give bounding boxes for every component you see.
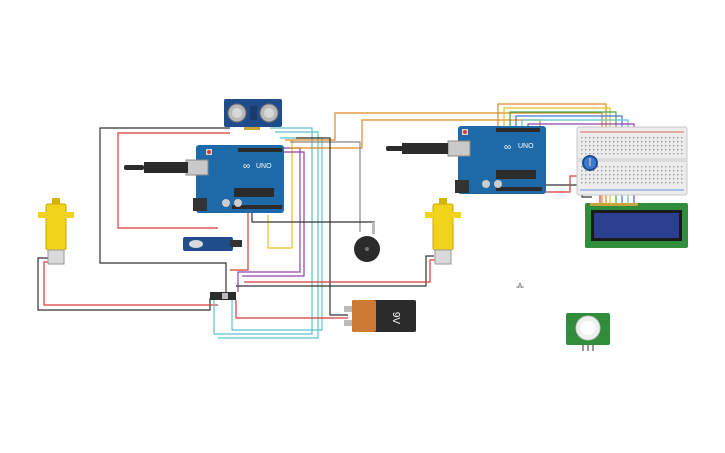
lcd-16x2[interactable] (585, 203, 688, 248)
wire-motor-right-black (236, 255, 434, 287)
wire-red-loop-2 (230, 208, 249, 271)
breadboard[interactable] (576, 126, 688, 196)
pir-motion-sensor[interactable] (566, 313, 610, 351)
piezo-buzzer[interactable] (354, 222, 380, 262)
power-jack (455, 180, 469, 193)
wire-red-loop (117, 132, 230, 229)
usb-cable-left (124, 162, 188, 173)
usb-port (185, 159, 209, 176)
arduino-label: UNO (518, 143, 534, 150)
wire-orange-top (285, 112, 603, 205)
arduino-uno-left[interactable]: ∞ UNO (185, 145, 284, 213)
wire-orange-2 (290, 119, 541, 149)
wire-motor-left-red (43, 261, 218, 306)
arduino-logo: ∞ (504, 142, 511, 153)
ultrasonic-sensor[interactable] (224, 99, 282, 130)
arduino-uno-right[interactable]: ∞ UNO (447, 126, 546, 194)
wires-left (37, 112, 603, 339)
dc-motor-right[interactable] (425, 198, 461, 265)
wire-yellow (267, 140, 293, 249)
servo-motor[interactable] (183, 237, 242, 251)
cursor-icon (516, 281, 524, 289)
slide-switch[interactable] (210, 292, 236, 300)
usb-cable-right (386, 143, 448, 154)
wire-gray-buzzer (290, 141, 361, 232)
breadboard-holes (581, 137, 683, 184)
wire-black-battery (296, 137, 348, 316)
wire-motor-right-red (244, 259, 436, 283)
arduino-label: UNO (256, 163, 272, 170)
dc-motor-left[interactable] (38, 198, 74, 265)
arduino-logo: ∞ (243, 161, 250, 172)
potentiometer[interactable] (582, 155, 598, 171)
wire-buzzer-lead (251, 212, 375, 232)
battery-label: 9V (390, 312, 401, 325)
battery-9v[interactable]: 9V (344, 300, 416, 332)
usb-port (447, 140, 471, 157)
wire-purple-1 (237, 147, 301, 292)
power-jack (193, 198, 207, 211)
wire-black-loop (99, 127, 230, 296)
wire-teal-1 (213, 127, 313, 335)
wire-motor-left-black (37, 257, 211, 311)
wire-purple-2 (242, 151, 305, 277)
wire-red-battery (235, 300, 348, 319)
wire-teal-2 (218, 131, 319, 339)
